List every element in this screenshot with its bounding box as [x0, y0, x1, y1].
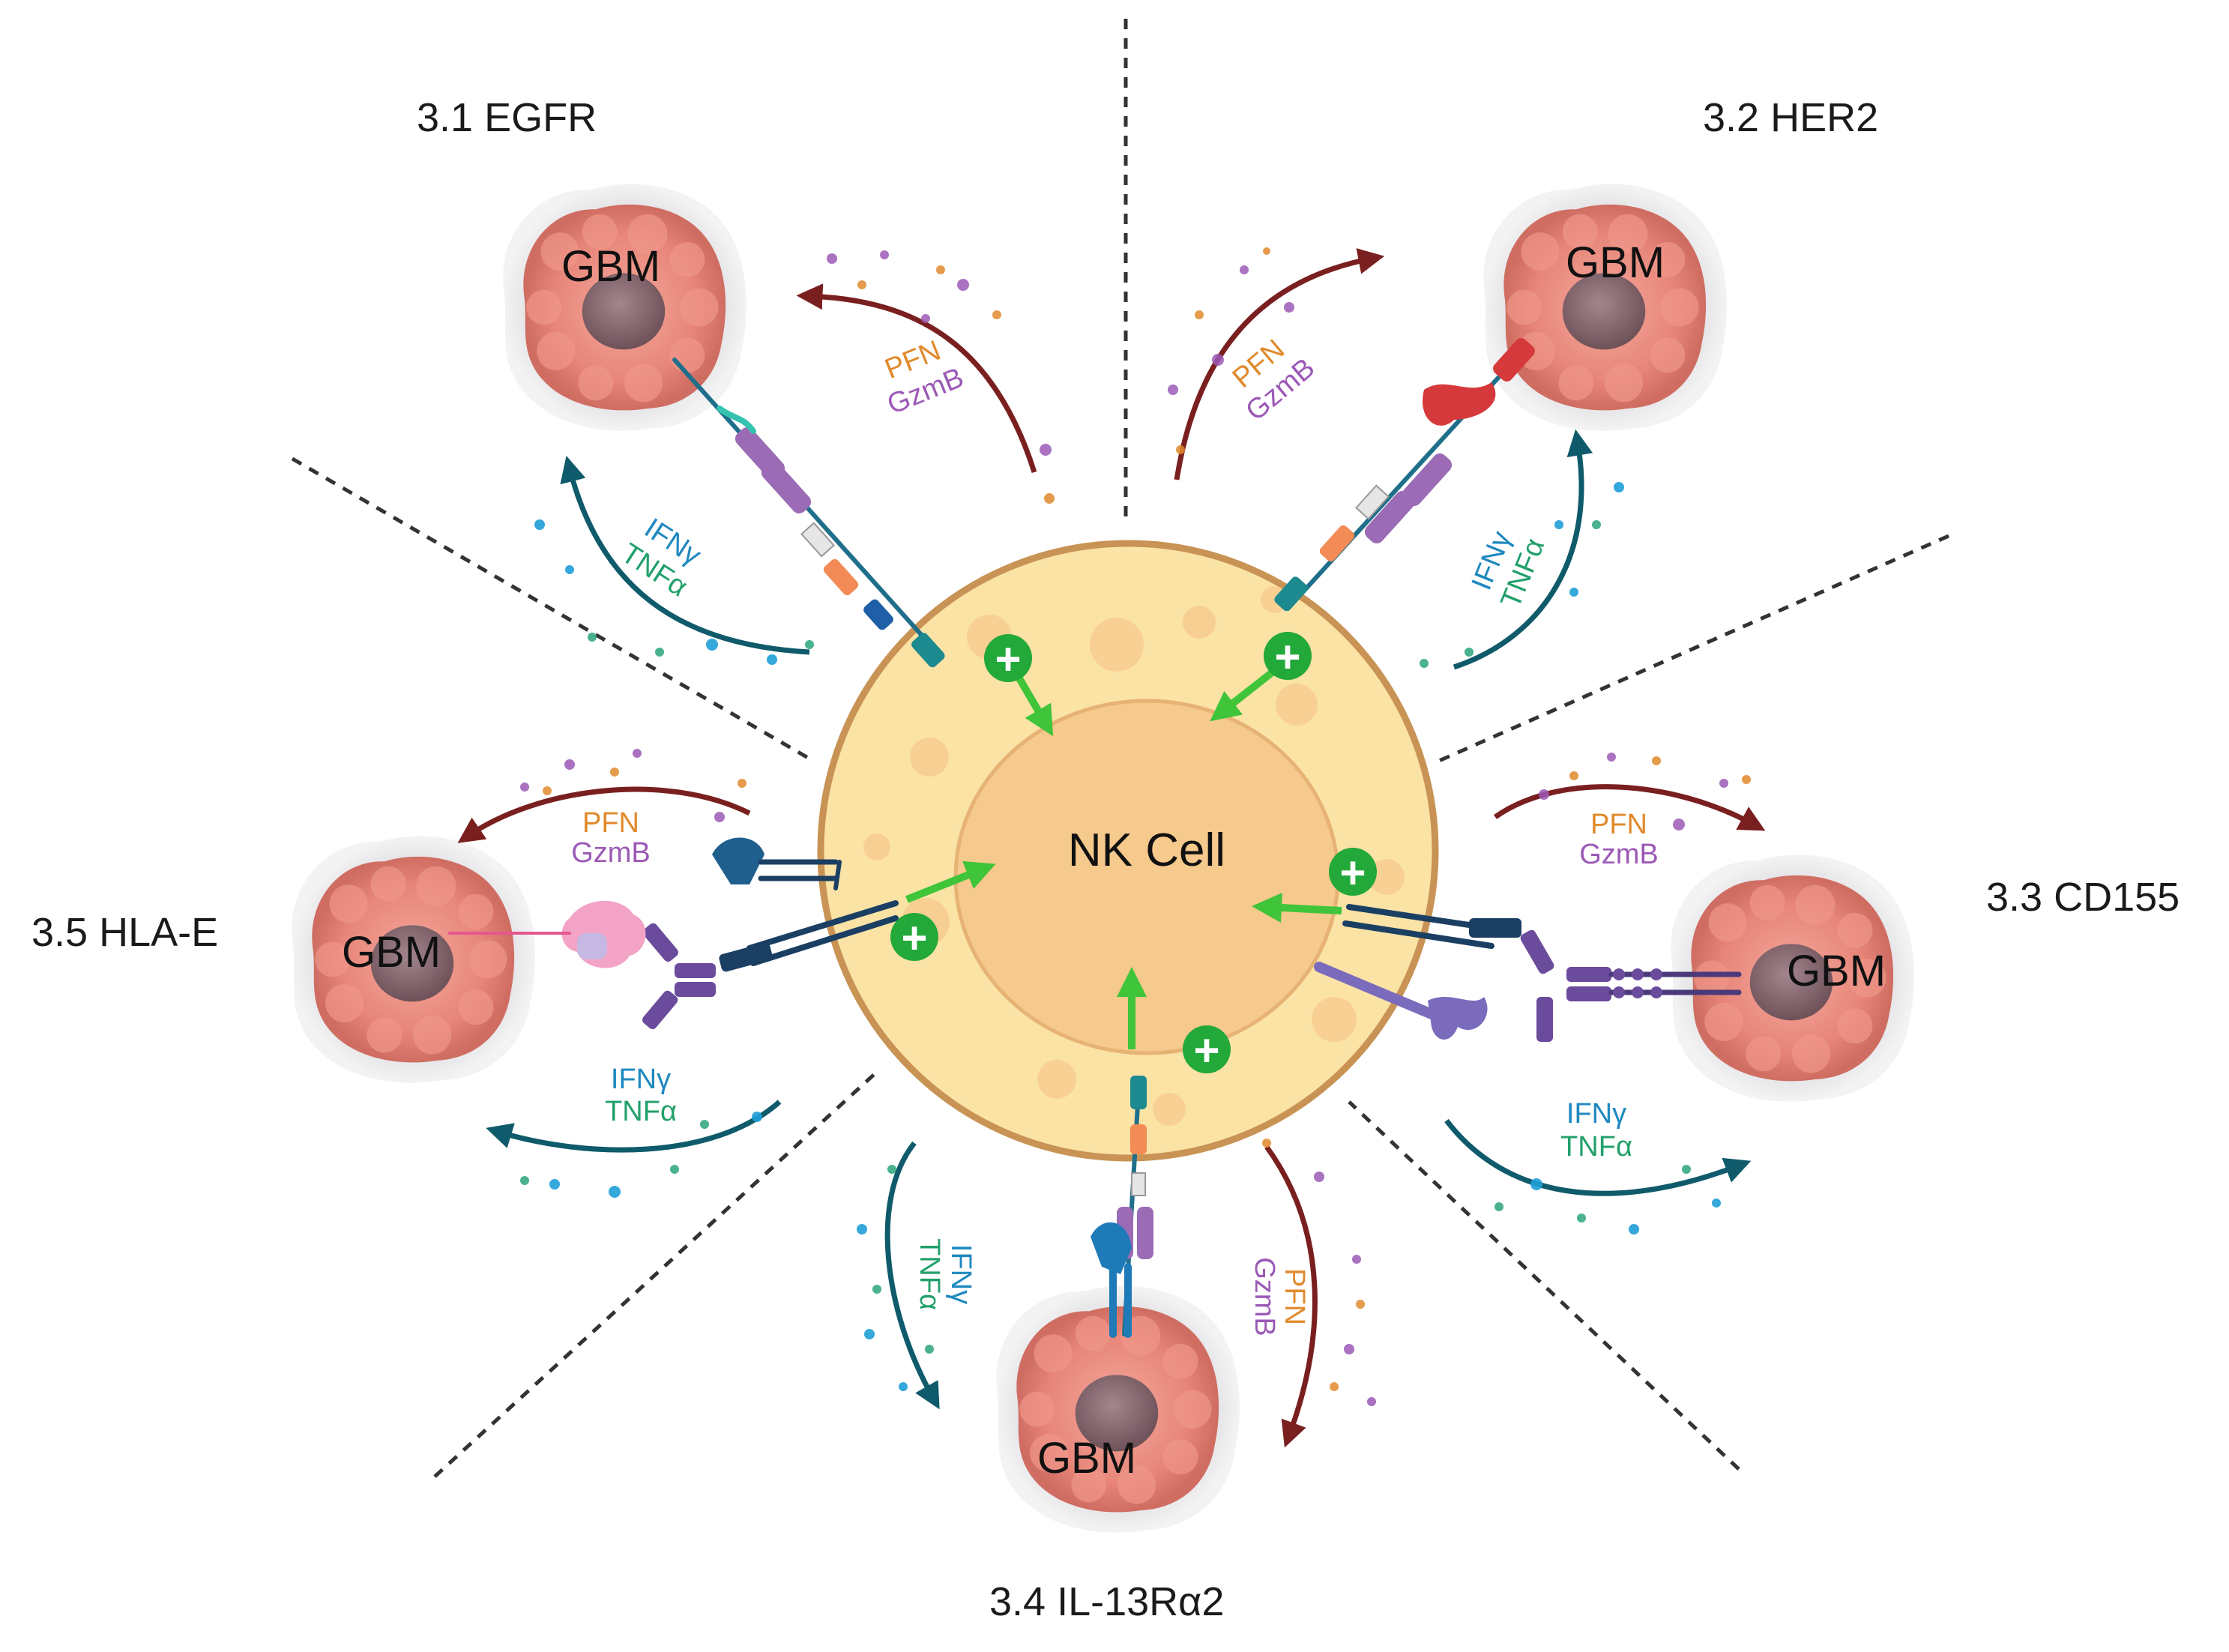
svg-text:IFNγ: IFNγ	[1566, 1098, 1626, 1130]
title-egfr: 3.1 EGFR	[417, 95, 597, 140]
svg-text:+: +	[995, 634, 1021, 684]
pfn-gzmb-cd155: PFN GzmB	[1579, 809, 1659, 870]
car-egfr	[672, 358, 945, 668]
title-cd155: 3.3 CD155	[1986, 875, 2180, 920]
tumor-cell-il13: GBM	[996, 1285, 1240, 1533]
svg-text:PFN: PFN	[582, 807, 639, 839]
svg-text:GzmB: GzmB	[571, 837, 651, 869]
pfn-gzmb-il13: PFN GzmB	[1249, 1257, 1310, 1336]
tumor-cell-her2: GBM	[1483, 184, 1727, 431]
svg-text:IFNγ: IFNγ	[945, 1244, 977, 1304]
ifng-tnfa-her2: IFNγ TNFα	[1466, 527, 1551, 612]
activation-arrows	[905, 668, 1342, 1049]
svg-text:PFN: PFN	[1590, 809, 1647, 840]
cytokine-arrows	[486, 429, 1752, 1410]
tumor-cell-cd155: GBM	[1671, 854, 1914, 1102]
gbm-label-her2: GBM	[1566, 238, 1665, 287]
svg-text:+: +	[901, 913, 927, 963]
car-cd155	[1314, 904, 1742, 1042]
gbm-label-egfr: GBM	[561, 242, 660, 291]
tumor-cell-hlae: GBM	[292, 836, 535, 1083]
gbm-label-il13: GBM	[1037, 1434, 1136, 1483]
svg-text:TNFα: TNFα	[605, 1096, 677, 1127]
title-her2: 3.2 HER2	[1703, 95, 1878, 140]
svg-text:+: +	[1193, 1025, 1219, 1076]
svg-text:IFNγ: IFNγ	[611, 1064, 671, 1095]
svg-text:TNFα: TNFα	[1560, 1131, 1632, 1163]
cytotoxic-arrows	[457, 248, 1766, 1448]
divider-lines	[291, 19, 1950, 1478]
plus-badge-her2: +	[1264, 632, 1312, 682]
gbm-label-hlae: GBM	[342, 928, 441, 977]
svg-text:TNFα: TNFα	[914, 1238, 945, 1310]
title-hlae: 3.5 HLA-E	[31, 910, 218, 955]
ifng-tnfa-cd155: IFNγ TNFα	[1560, 1098, 1632, 1163]
secretion-dots	[520, 247, 1751, 1406]
plus-badge-il13: +	[1183, 1025, 1231, 1076]
nk-cell: NK Cell	[817, 540, 1439, 1162]
ifng-tnfa-il13: IFNγ TNFα	[914, 1238, 977, 1310]
nk-cell-label: NK Cell	[1068, 825, 1225, 876]
svg-text:+: +	[1274, 632, 1300, 682]
pfn-gzmb-her2: PFN GzmB	[1227, 334, 1321, 427]
ifng-tnfa-egfr: IFNγ TNFα	[615, 513, 706, 603]
svg-text:+: +	[1339, 848, 1366, 898]
svg-text:GzmB: GzmB	[1579, 839, 1659, 870]
car-il13	[1091, 1076, 1153, 1338]
ifng-tnfa-hlae: IFNγ TNFα	[605, 1064, 677, 1127]
plus-badge-egfr: +	[984, 634, 1032, 684]
car-hlae	[448, 837, 899, 1030]
svg-text:PFN: PFN	[1279, 1268, 1310, 1325]
plus-badge-hlae: +	[890, 913, 938, 963]
car-her2	[1274, 337, 1535, 612]
plus-badge-cd155: +	[1329, 848, 1377, 898]
gbm-label-cd155: GBM	[1787, 947, 1886, 995]
pfn-gzmb-egfr: PFN GzmB	[881, 335, 968, 421]
tumor-cell-egfr: GBM	[503, 184, 746, 431]
title-il13: 3.4 IL-13Rα2	[989, 1579, 1224, 1624]
pfn-gzmb-hlae: PFN GzmB	[571, 807, 651, 869]
svg-text:GzmB: GzmB	[1249, 1257, 1280, 1336]
